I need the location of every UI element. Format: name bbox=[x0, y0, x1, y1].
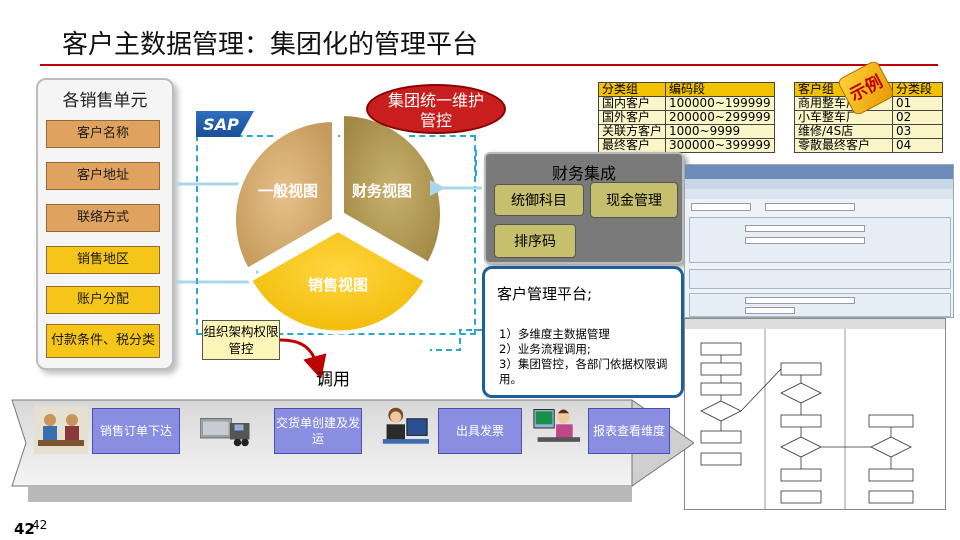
sap-screen-thumbnail bbox=[684, 164, 954, 318]
page-number-small: 42 bbox=[32, 518, 47, 532]
sales-units-panel: 各销售单元 客户名称 客户地址 联络方式 销售地区 账户分配 付款条件、税分类 bbox=[36, 78, 174, 370]
table-cell: 1000~9999 bbox=[666, 125, 775, 139]
truck-icon bbox=[200, 408, 254, 456]
pie-label-sales: 销售视图 bbox=[308, 276, 368, 294]
platform-point-2: 2）业务流程调用; bbox=[499, 342, 679, 357]
table-header: 分类组 bbox=[599, 83, 666, 97]
table-cell: 维修/4S店 bbox=[795, 125, 893, 139]
sales-units-title: 各销售单元 bbox=[38, 86, 172, 111]
title-divider bbox=[40, 64, 938, 66]
example-badge: 示例 bbox=[836, 62, 896, 114]
frame-connectors bbox=[430, 140, 490, 360]
platform-point-3: 3）集团管控，各部门依据权限调用。 bbox=[499, 357, 679, 387]
group-control-text: 集团统一维护管控 bbox=[381, 91, 491, 131]
call-label: 调用 bbox=[316, 365, 350, 390]
pie-label-general: 一般视图 bbox=[258, 182, 318, 200]
table-cell: 最终客户 bbox=[599, 139, 666, 153]
step-sales-order: 销售订单下达 bbox=[92, 408, 180, 454]
table-header: 编码段 bbox=[666, 83, 775, 97]
field-customer-address: 客户地址 bbox=[46, 162, 160, 190]
field-customer-name: 客户名称 bbox=[46, 120, 160, 148]
finance-title: 财务集成 bbox=[486, 160, 682, 184]
customer-platform-panel: 客户管理平台; 1）多维度主数据管理 2）业务流程调用; 3）集团管控，各部门依… bbox=[482, 266, 684, 398]
table-cell: 200000~299999 bbox=[666, 111, 775, 125]
table-cell: 100000~199999 bbox=[666, 97, 775, 111]
report-viewer-icon bbox=[530, 404, 584, 452]
field-payment-terms: 付款条件、税分类 bbox=[46, 324, 160, 358]
step-invoice: 出具发票 bbox=[438, 408, 522, 454]
step-delivery: 交货单创建及发运 bbox=[274, 408, 362, 454]
platform-point-1: 1）多维度主数据管理 bbox=[499, 327, 679, 342]
field-contact: 联络方式 bbox=[46, 204, 160, 232]
table-cell: 03 bbox=[893, 125, 943, 139]
field-account-assignment: 账户分配 bbox=[46, 286, 160, 314]
table-cell: 01 bbox=[893, 97, 943, 111]
pie-label-finance: 财务视图 bbox=[352, 182, 412, 200]
table-cell: 零散最终客户 bbox=[795, 139, 893, 153]
view-pie: 一般视图 财务视图 销售视图 bbox=[226, 112, 450, 336]
table-cell: 300000~399999 bbox=[666, 139, 775, 153]
table-cell: 国内客户 bbox=[599, 97, 666, 111]
office-worker-icon bbox=[378, 404, 432, 452]
sort-key-box: 排序码 bbox=[494, 224, 576, 258]
customer-platform-title: 客户管理平台; bbox=[497, 283, 592, 304]
step-report: 报表查看维度 bbox=[588, 408, 670, 454]
org-permission-box: 组织架构权限管控 bbox=[202, 320, 280, 360]
customer-platform-points: 1）多维度主数据管理 2）业务流程调用; 3）集团管控，各部门依据权限调用。 bbox=[499, 327, 679, 387]
group-control-oval: 集团统一维护管控 bbox=[366, 84, 506, 134]
field-sales-region: 销售地区 bbox=[46, 246, 160, 274]
table-cell: 国外客户 bbox=[599, 111, 666, 125]
finance-integration-panel: 财务集成 统御科目 现金管理 排序码 bbox=[484, 152, 684, 264]
table-header: 分类段 bbox=[893, 83, 943, 97]
page-title: 客户主数据管理：集团化的管理平台 bbox=[62, 24, 478, 61]
table-cell: 04 bbox=[893, 139, 943, 153]
table-cell: 02 bbox=[893, 111, 943, 125]
table-cell: 关联方客户 bbox=[599, 125, 666, 139]
cash-management-box: 现金管理 bbox=[590, 182, 678, 218]
process-flowchart-thumbnail bbox=[684, 318, 946, 510]
meeting-icon bbox=[34, 406, 88, 454]
reconciliation-account-box: 统御科目 bbox=[494, 184, 584, 216]
